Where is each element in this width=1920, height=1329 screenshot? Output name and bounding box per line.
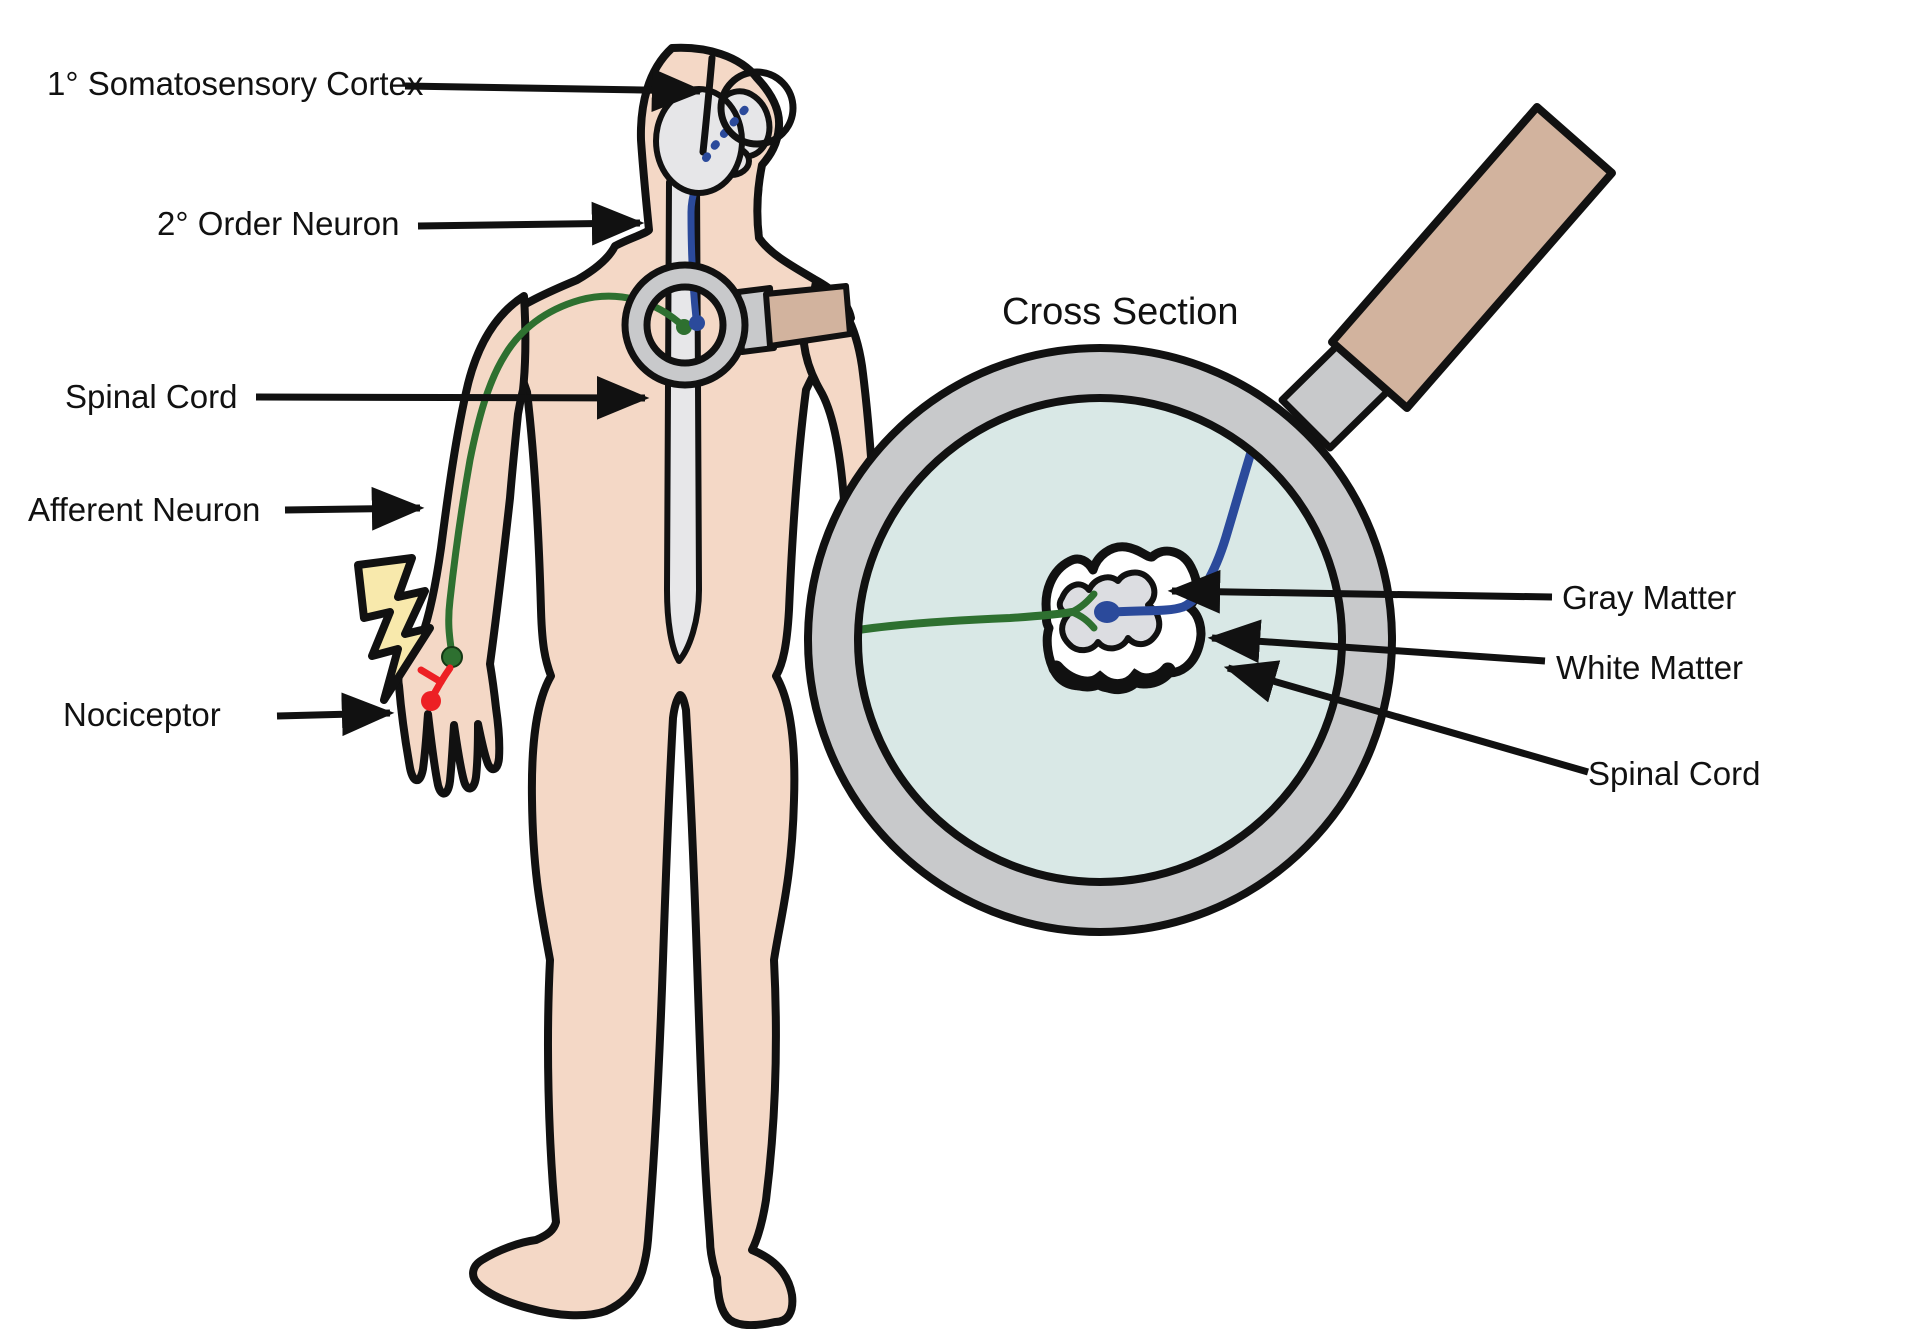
brain-left-lobe	[653, 86, 745, 196]
left-arm	[394, 292, 530, 798]
small-magnifier	[621, 261, 853, 389]
afferent-cell-body-dot	[441, 646, 463, 668]
synapse-blue-dot	[689, 315, 705, 331]
lens-blue-cell-body	[1094, 601, 1120, 623]
label-afferent-neuron: Afferent Neuron	[28, 491, 261, 528]
synapse-green-dot	[676, 319, 692, 335]
small-magnifier-handle	[763, 283, 853, 349]
cortex-neuron-dots	[702, 102, 752, 162]
label-spinal-cord-left: Spinal Cord	[65, 378, 238, 415]
body-outline	[469, 43, 855, 1329]
spinal-cord-cross-section	[1041, 542, 1206, 694]
label-cross-section-title: Cross Section	[1002, 291, 1239, 333]
skull-midline	[699, 54, 716, 156]
large-magnifier	[803, 103, 1616, 936]
label-white-matter: White Matter	[1556, 649, 1744, 686]
arrow-white-matter	[1207, 619, 1546, 665]
label-gray-matter: Gray Matter	[1562, 579, 1737, 616]
label-spinal-cord-right: Spinal Cord	[1588, 755, 1761, 792]
arrow-second-order-neuron	[417, 201, 645, 246]
arrow-spinal-cord-right	[1223, 660, 1589, 776]
arrow-nociceptor	[276, 692, 395, 737]
white-matter-thick-ink	[1048, 660, 1176, 694]
small-magnifier-rim	[621, 261, 749, 389]
lightning-bolt-icon	[354, 554, 434, 704]
label-somatosensory-cortex: 1° Somatosensory Cortex	[47, 65, 424, 102]
arrow-afferent-neuron	[284, 486, 425, 531]
cortex-highlight-circle	[717, 68, 797, 148]
lens-green-fork-down	[1068, 608, 1098, 632]
large-magnifier-rim	[803, 344, 1397, 936]
label-second-order-neuron: 2° Order Neuron	[157, 205, 400, 242]
nociceptor-dot	[421, 691, 441, 711]
spinal-cord-body	[664, 154, 710, 664]
arrow-spinal-cord-left	[255, 376, 650, 420]
large-magnifier-handle	[1328, 103, 1616, 412]
lens-afferent-green	[854, 608, 1076, 634]
brain	[653, 54, 797, 196]
arrow-gray-matter	[1167, 569, 1553, 614]
arrow-somatosensory-cortex	[404, 68, 705, 113]
label-nociceptor: Nociceptor	[63, 696, 221, 733]
callout-arrows	[255, 68, 1589, 776]
